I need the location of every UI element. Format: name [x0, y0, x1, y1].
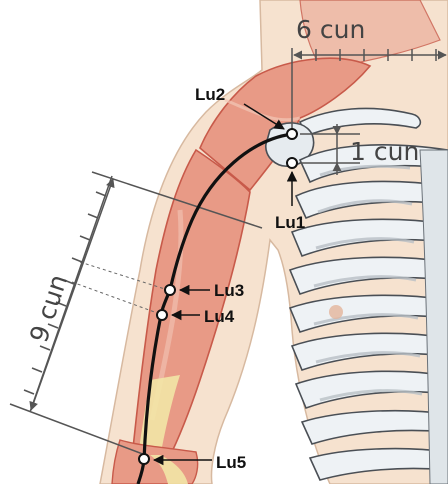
point-lu4-marker: [157, 310, 167, 320]
chest-marker: [329, 305, 343, 319]
shoulder-width-measure-label: 6 cun: [296, 15, 365, 44]
point-lu3-marker: [165, 285, 175, 295]
point-lu3-label: Lu3: [214, 281, 244, 300]
point-lu2-label: Lu2: [195, 85, 225, 104]
point-lu4-label: Lu4: [204, 307, 235, 326]
point-lu2-marker: [287, 129, 297, 139]
point-lu1-label: Lu1: [275, 213, 305, 232]
point-gap-measure-label: 1 cun: [350, 137, 419, 166]
point-lu5-marker: [139, 454, 149, 464]
point-lu1-marker: [287, 158, 297, 168]
point-lu5-label: Lu5: [216, 453, 246, 472]
